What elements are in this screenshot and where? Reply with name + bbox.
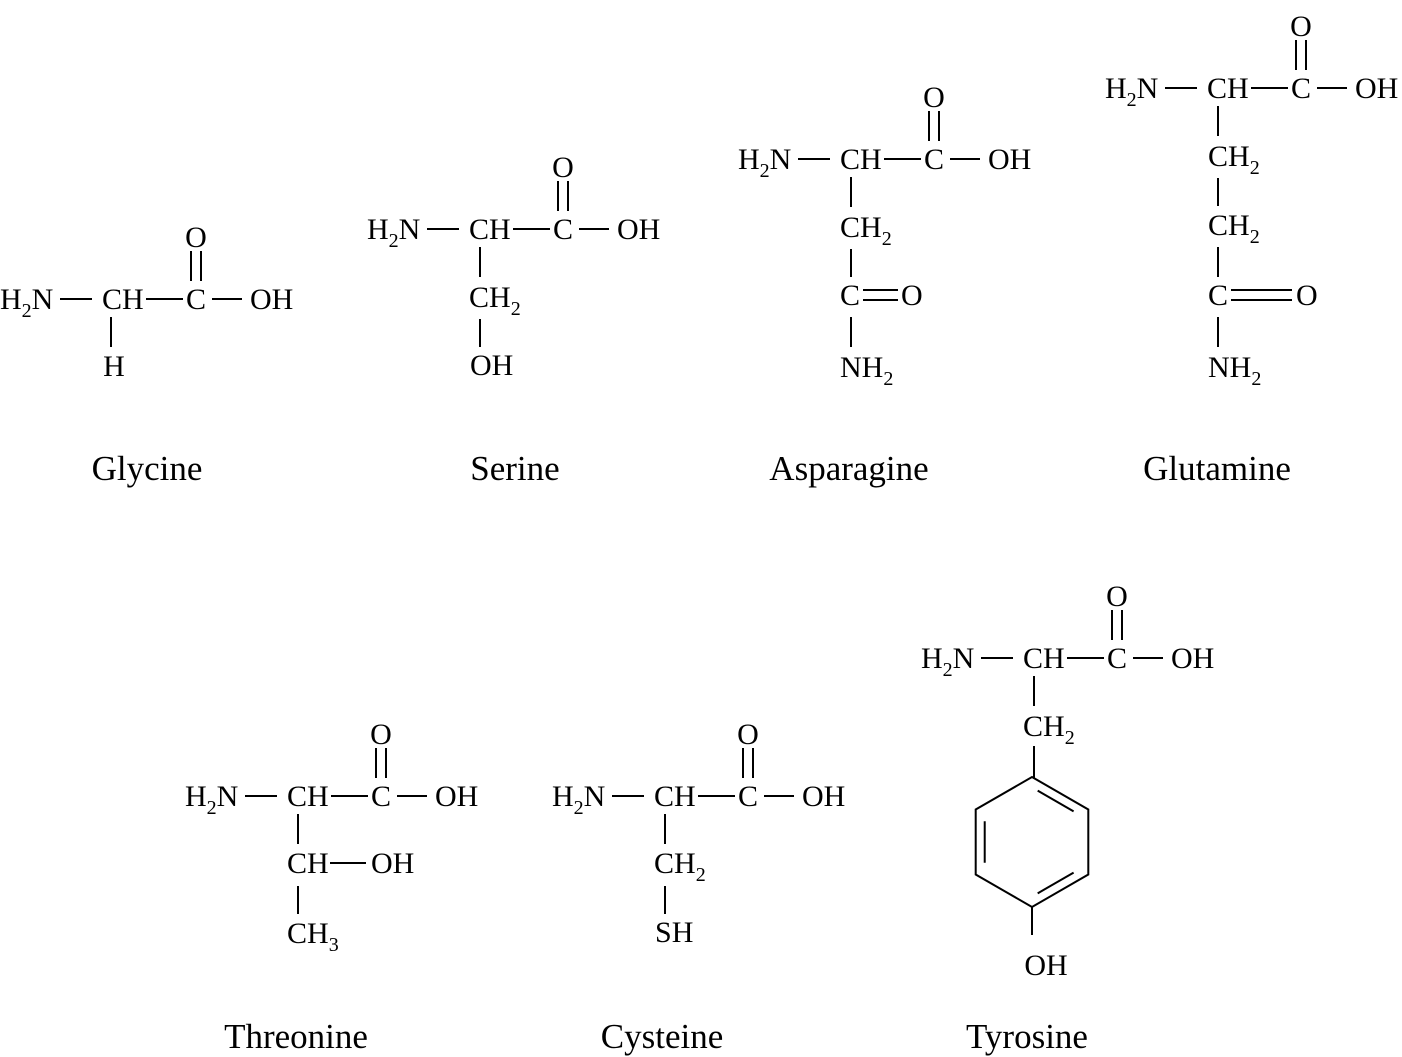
hydroxyl-group: OH bbox=[617, 213, 660, 246]
side-chain-atom: CH2​ bbox=[469, 281, 521, 320]
carbonyl-carbon: C bbox=[738, 780, 758, 813]
side-chain-atom: CH bbox=[287, 847, 329, 880]
molecule-name: Threonine bbox=[224, 1017, 368, 1056]
amine-group: H2​N bbox=[0, 283, 53, 322]
carbonyl-oxygen: O bbox=[552, 151, 574, 184]
carbonyl-carbon: C bbox=[186, 283, 206, 316]
carbonyl-oxygen: O bbox=[185, 221, 207, 254]
alpha-carbon: CH bbox=[102, 283, 144, 316]
benzene-ring bbox=[974, 775, 1090, 909]
side-chain-atom: C bbox=[1208, 279, 1228, 312]
carbonyl-carbon: C bbox=[371, 780, 391, 813]
amine-group: H2​N bbox=[738, 143, 791, 182]
threonine-structure: H2​N CH CO OH CH OH CH3​ Threonine bbox=[185, 718, 478, 1056]
hydroxyl-group: OH bbox=[435, 780, 478, 813]
carbonyl-carbon: C bbox=[1107, 642, 1127, 675]
side-chain-atom: CH2​ bbox=[654, 847, 706, 886]
molecule-name: Glycine bbox=[92, 449, 203, 488]
side-chain-atom: H bbox=[103, 350, 125, 383]
alpha-carbon: CH bbox=[287, 780, 329, 813]
molecule-name: Serine bbox=[470, 449, 559, 488]
side-chain-atom: NH2​ bbox=[840, 351, 893, 390]
alpha-carbon: CH bbox=[1023, 642, 1065, 675]
cysteine-structure: H2​N CH CO OH CH2​ SH Cysteine bbox=[552, 718, 845, 1056]
molecule-name: Cysteine bbox=[601, 1017, 723, 1056]
side-chain-atom: SH bbox=[655, 916, 693, 949]
hydroxyl-group: OH bbox=[1171, 642, 1214, 675]
side-chain-atom: CH2​ bbox=[1208, 140, 1260, 179]
carbonyl-carbon: C bbox=[553, 213, 573, 246]
amine-group: H2​N bbox=[185, 780, 238, 819]
carbonyl-oxygen: O bbox=[737, 718, 759, 751]
aromatic-double-bond bbox=[1037, 789, 1075, 813]
carbonyl-oxygen: O bbox=[1290, 10, 1312, 43]
molecule-name: Tyrosine bbox=[966, 1017, 1088, 1056]
side-chain-atom: O bbox=[1296, 279, 1318, 312]
molecule-name: Asparagine bbox=[769, 449, 928, 488]
alpha-carbon: CH bbox=[654, 780, 696, 813]
glycine-structure: H2​N CH CO OH H Glycine bbox=[0, 221, 293, 488]
amine-group: H2​N bbox=[1105, 72, 1158, 111]
hydroxyl-group: OH bbox=[1355, 72, 1398, 105]
hydroxyl-group: OH bbox=[250, 283, 293, 316]
tyrosine-structure: H2​N CH CO OH CH2​ OH Tyrosine bbox=[921, 580, 1214, 1056]
side-chain-atom: OH bbox=[1024, 949, 1067, 982]
side-chain-atom: OH bbox=[371, 847, 414, 880]
hydroxyl-group: OH bbox=[988, 143, 1031, 176]
alpha-carbon: CH bbox=[469, 213, 511, 246]
amine-group: H2​N bbox=[367, 213, 420, 252]
side-chain-atom: CH2​ bbox=[840, 211, 892, 250]
carbonyl-oxygen: O bbox=[1106, 580, 1128, 613]
carbonyl-carbon: C bbox=[1291, 72, 1311, 105]
molecule-name: Glutamine bbox=[1143, 449, 1291, 488]
side-chain-atom: CH2​ bbox=[1208, 209, 1260, 248]
side-chain-atom: CH2​ bbox=[1023, 710, 1075, 749]
side-chain-atom: O bbox=[901, 279, 923, 312]
amine-group: H2​N bbox=[921, 642, 974, 681]
alpha-carbon: CH bbox=[840, 143, 882, 176]
carbonyl-carbon: C bbox=[924, 143, 944, 176]
side-chain-atom: OH bbox=[470, 349, 513, 382]
carbonyl-oxygen: O bbox=[370, 718, 392, 751]
aromatic-double-bond bbox=[1037, 871, 1075, 895]
serine-structure: H2​N CH CO OH CH2​ OH Serine bbox=[367, 151, 660, 488]
side-chain-atom: C bbox=[840, 279, 860, 312]
carbonyl-oxygen: O bbox=[923, 81, 945, 114]
hydroxyl-group: OH bbox=[802, 780, 845, 813]
side-chain-atom: CH3​ bbox=[287, 917, 339, 956]
alpha-carbon: CH bbox=[1207, 72, 1249, 105]
amine-group: H2​N bbox=[552, 780, 605, 819]
side-chain-atom: NH2​ bbox=[1208, 351, 1261, 390]
